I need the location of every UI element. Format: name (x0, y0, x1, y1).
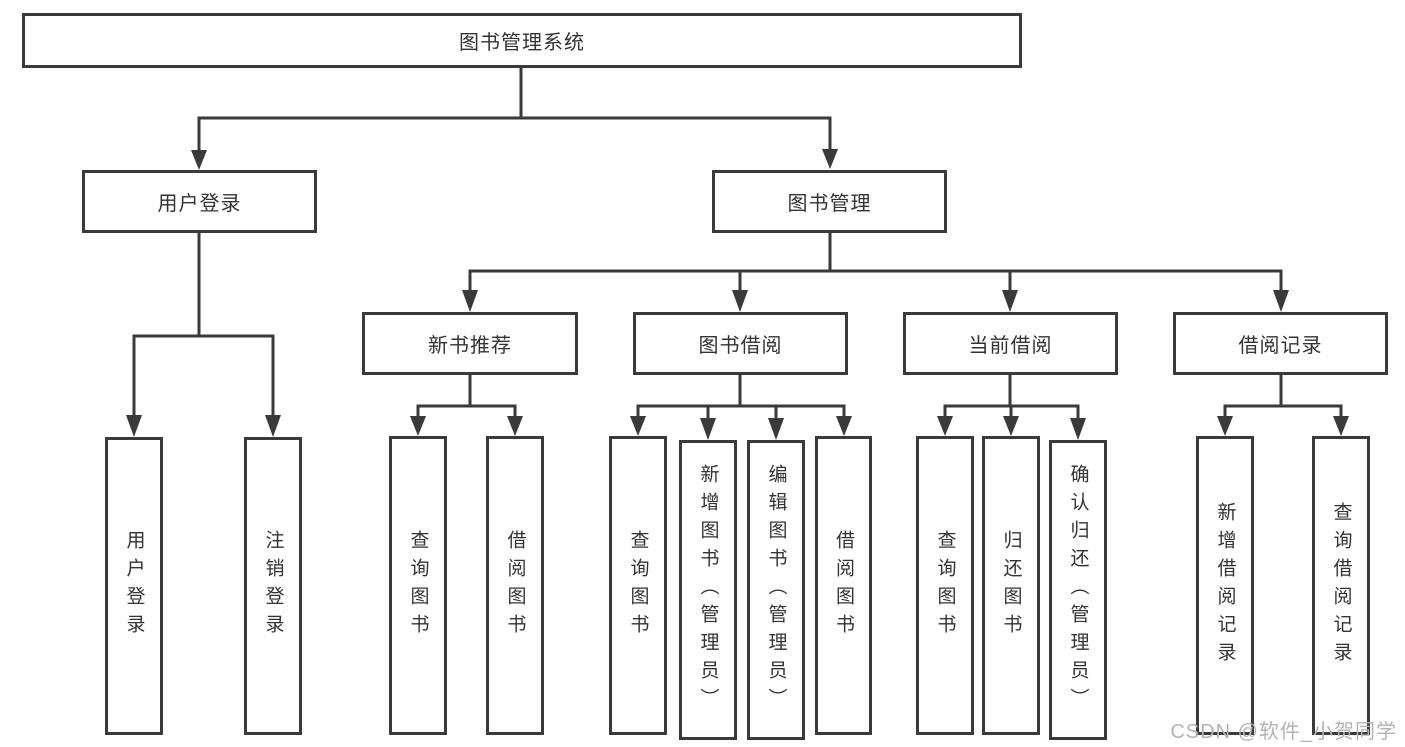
node-root-label: 图书管理系统 (459, 32, 585, 54)
leaf-query-borrow-record: 查询借阅记录 (1312, 436, 1370, 735)
arrowhead-icon (126, 415, 142, 437)
connector-new-book-children (410, 375, 523, 436)
leaf-return-book: 归还图书 (982, 436, 1040, 735)
node-user-login: 用户登录 (82, 170, 317, 233)
leaf-confirm-return-admin-label: 确认归还（管理员） (1067, 464, 1089, 716)
leaf-query-books-borrow: 查询图书 (609, 436, 667, 735)
node-book-management-label: 图书管理 (787, 193, 872, 215)
leaf-borrow-books-recommend: 借阅图书 (486, 436, 544, 735)
leaf-edit-book-admin: 编辑图书（管理员） (747, 440, 805, 740)
arrowhead-icon (768, 418, 784, 440)
node-book-borrow: 图书借阅 (633, 312, 848, 375)
arrowhead-icon (1217, 416, 1233, 436)
node-user-login-label: 用户登录 (157, 193, 242, 215)
leaf-user-login: 用户登录 (105, 437, 163, 735)
node-current-borrow: 当前借阅 (903, 312, 1118, 375)
node-new-book-recommend-label: 新书推荐 (428, 335, 512, 357)
leaf-add-book-admin: 新增图书（管理员） (679, 440, 737, 740)
connector-current-borrow-children (937, 375, 1086, 440)
arrowhead-icon (191, 150, 207, 170)
leaf-edit-book-admin-label: 编辑图书（管理员） (765, 464, 787, 716)
leaf-query-books-borrow-label: 查询图书 (627, 529, 649, 642)
node-book-borrow-label: 图书借阅 (698, 335, 783, 357)
arrowhead-icon (1273, 290, 1289, 312)
leaf-logout: 注销登录 (244, 437, 302, 735)
leaf-user-login-label: 用户登录 (123, 530, 145, 642)
arrowhead-icon (822, 149, 838, 169)
arrowhead-icon (265, 415, 281, 437)
node-borrow-records: 借阅记录 (1173, 312, 1388, 375)
leaf-return-book-label: 归还图书 (1000, 529, 1022, 642)
csdn-watermark: CSDN @软件_小贺同学 (1170, 721, 1397, 743)
arrowhead-icon (700, 418, 716, 440)
leaf-borrow-books-label: 借阅图书 (833, 529, 854, 642)
arrowhead-icon (1002, 290, 1018, 312)
arrowhead-icon (462, 290, 478, 312)
leaf-query-books-recommend-label: 查询图书 (407, 529, 429, 642)
arrowhead-icon (1070, 418, 1086, 440)
node-current-borrow-label: 当前借阅 (968, 335, 1053, 357)
connector-borrow-record-children (1217, 375, 1349, 436)
leaf-query-books-current-label: 查询图书 (934, 529, 956, 642)
leaf-add-borrow-record: 新增借阅记录 (1196, 436, 1254, 735)
leaf-query-books-current: 查询图书 (916, 436, 974, 735)
connector-book-borrow-children (630, 375, 852, 440)
arrowhead-icon (1003, 416, 1019, 436)
leaf-query-books-recommend: 查询图书 (389, 436, 447, 735)
leaf-logout-label: 注销登录 (262, 530, 284, 642)
arrowhead-icon (836, 416, 852, 436)
arrowhead-icon (410, 416, 426, 436)
connector-root-to-level1 (191, 67, 838, 170)
leaf-add-borrow-record-label: 新增借阅记录 (1214, 501, 1236, 670)
leaf-confirm-return-admin: 确认归还（管理员） (1049, 440, 1107, 740)
node-borrow-records-label: 借阅记录 (1238, 335, 1323, 357)
leaf-borrow-books: 借阅图书 (815, 436, 872, 735)
arrowhead-icon (507, 416, 523, 436)
node-new-book-recommend: 新书推荐 (362, 312, 578, 375)
node-book-management: 图书管理 (712, 170, 947, 233)
connector-user-login-children (126, 233, 281, 437)
node-root: 图书管理系统 (22, 13, 1022, 68)
arrowhead-icon (732, 290, 748, 312)
arrowhead-icon (937, 416, 953, 436)
arrowhead-icon (630, 416, 646, 436)
leaf-add-book-admin-label: 新增图书（管理员） (697, 464, 719, 716)
connector-book-management-children (462, 233, 1289, 312)
arrowhead-icon (1333, 416, 1349, 436)
leaf-query-borrow-record-label: 查询借阅记录 (1330, 501, 1352, 670)
leaf-borrow-books-recommend-label: 借阅图书 (504, 529, 526, 642)
